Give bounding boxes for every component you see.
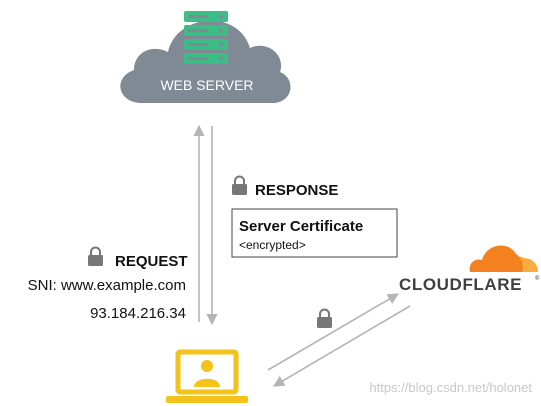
cloudflare-trademark: ®: [535, 275, 540, 282]
request-label: REQUEST: [115, 253, 188, 270]
response-lock-icon: [232, 175, 247, 195]
cloudflare-cloud-front: [469, 245, 523, 272]
server-stack-icon: [184, 11, 228, 64]
web-server-label: WEB SERVER: [160, 77, 253, 93]
request-ip: 93.184.216.34: [90, 305, 186, 322]
certificate-detail: <encrypted>: [239, 238, 306, 252]
dns-lock-icon: [317, 308, 332, 328]
certificate-title: Server Certificate: [239, 218, 363, 235]
client-laptop-icon: [166, 349, 248, 403]
request-lock-icon: [88, 246, 103, 266]
cloudflare-to-client-arrow: [273, 305, 411, 387]
cloudflare-logo: CLOUDFLARE ®: [399, 245, 540, 294]
request-sni: SNI: www.example.com: [28, 277, 186, 294]
response-label: RESPONSE: [255, 182, 338, 199]
watermark: https://blog.csdn.net/holonet: [369, 380, 532, 395]
certificate-box: Server Certificate <encrypted>: [231, 208, 398, 258]
web-server-node: WEB SERVER: [120, 11, 291, 104]
client-to-cloudflare-arrow: [267, 293, 399, 371]
user-body: [194, 378, 220, 387]
user-head: [201, 360, 213, 372]
cloudflare-wordmark: CLOUDFLARE: [399, 275, 522, 294]
